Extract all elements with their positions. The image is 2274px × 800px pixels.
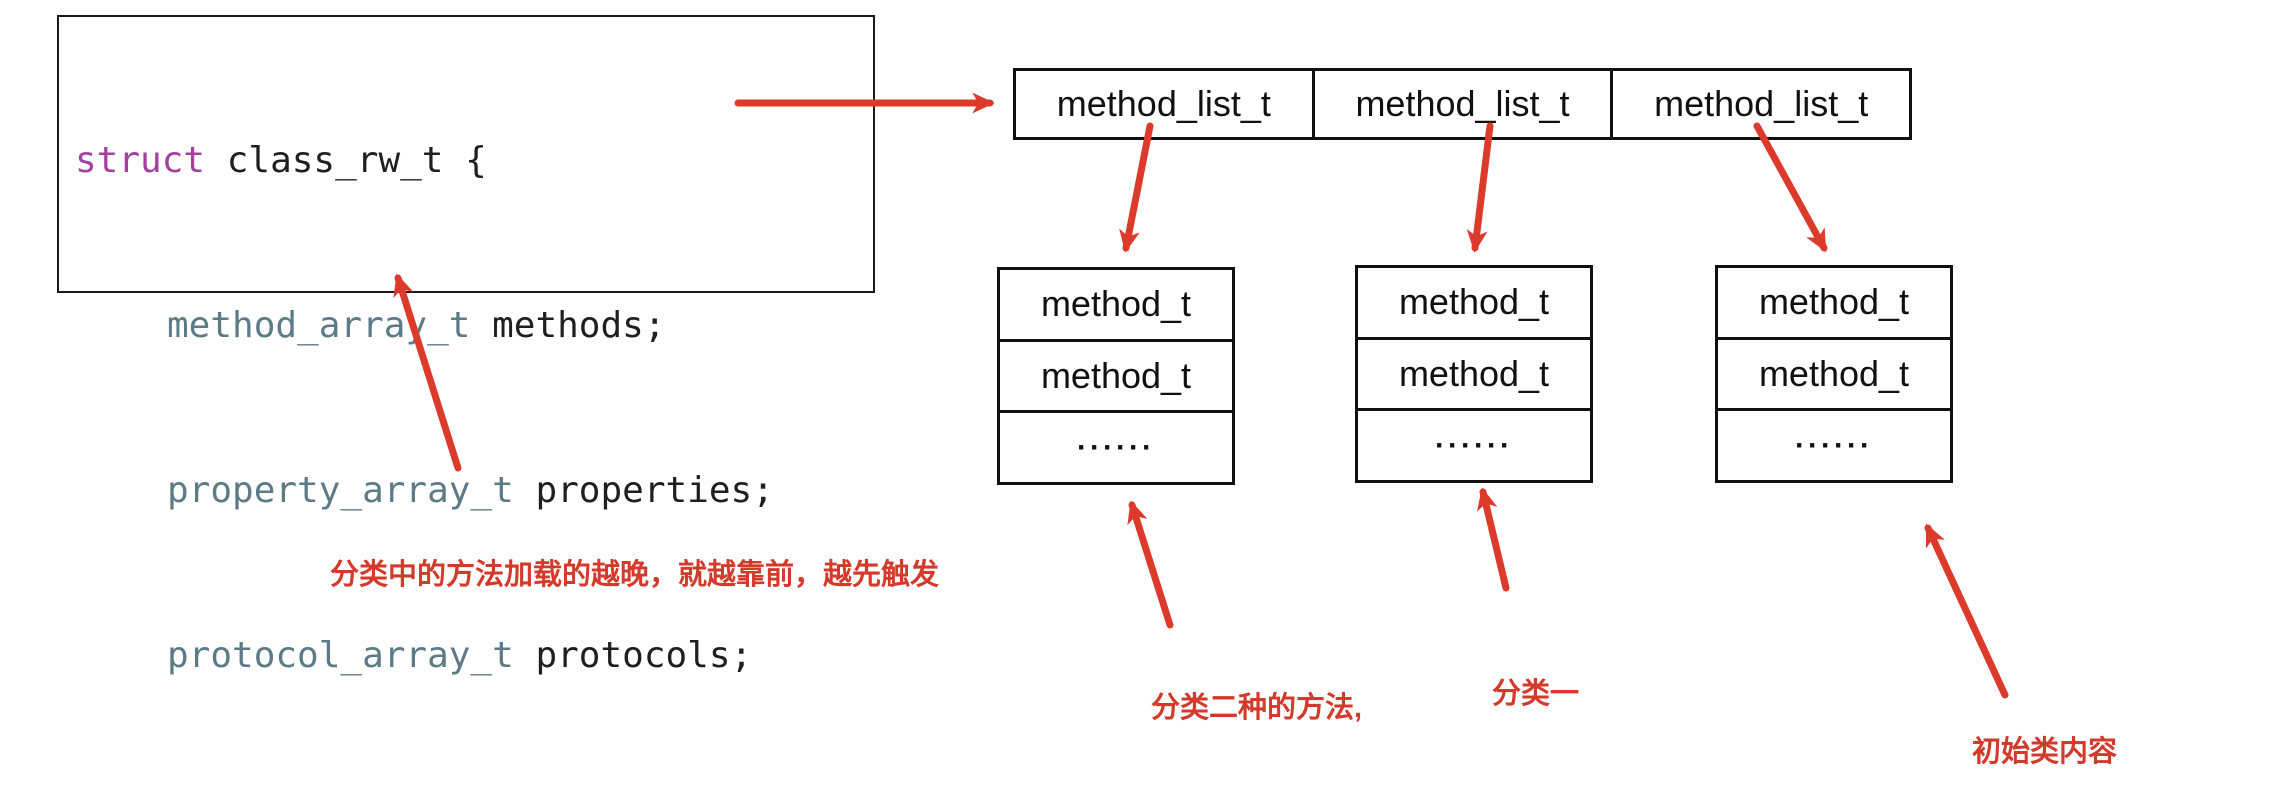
method-cell: method_t [1758,281,1910,323]
code-block-class-rw-t: struct class_rw_t { method_array_t metho… [57,15,875,676]
code-line-methods: method_array_t methods; [75,298,873,353]
code-line1-rest: class_rw_t { [205,140,487,181]
arrow-note-to-column3 [1924,523,2009,699]
annotation-category-one: 分类一 [1492,678,1580,710]
method-list-row: method_list_t method_list_t method_list_… [1013,68,1912,140]
method-cell: method_t [1718,336,1950,409]
method-list-cell-2: method_list_t [1311,71,1611,137]
type-property-array-t: property_array_t [167,470,514,511]
annotation-initial-class: 初始类内容 [1972,736,2118,768]
ellipsis-cell: ······ [1718,408,1950,480]
ellipsis-cell: ······ [1000,410,1232,482]
method-cell: method_t [1040,283,1192,325]
method-column-1: method_t method_t ······ [997,267,1235,485]
field-protocols: protocols; [513,635,753,676]
annotation-loading-order: 分类中的方法加载的越晚，就越靠前，越先触发 [330,559,940,591]
method-cell: method_t [1000,338,1232,411]
arrow-note-to-column1 [1127,500,1174,629]
method-list-cell-1: method_list_t [1056,83,1271,124]
code-line-properties: property_array_t properties; [75,463,873,518]
arrow-list1-to-column1 [1119,122,1154,253]
method-column-3: method_t method_t ······ [1715,265,1953,483]
code-line-struct: struct class_rw_t { [75,133,873,188]
arrow-list2-to-column2 [1466,122,1494,253]
field-properties: properties; [513,470,774,511]
method-list-cell-3: method_list_t [1610,71,1909,137]
annotation-category-two: 分类二种的方法, [1151,692,1363,724]
code-line-protocols: protocol_array_t protocols; [75,628,873,683]
method-cell: method_t [1358,336,1590,409]
arrow-list3-to-column3 [1753,122,1828,253]
keyword-struct: struct [75,140,206,181]
type-method-array-t: method_array_t [167,305,471,346]
type-protocol-array-t: protocol_array_t [167,635,514,676]
code-line-close: }; [75,793,873,800]
field-methods: methods; [470,305,666,346]
arrow-note-to-column2 [1476,487,1510,592]
method-cell: method_t [1398,281,1550,323]
ellipsis-cell: ······ [1358,408,1590,480]
method-column-2: method_t method_t ······ [1355,265,1593,483]
